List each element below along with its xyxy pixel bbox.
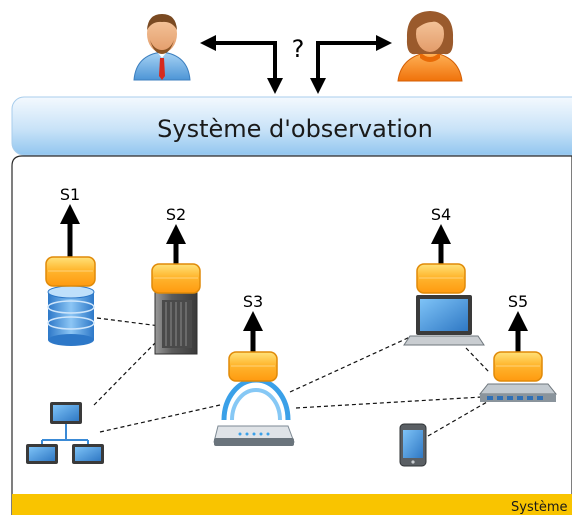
footer-bar [12,494,572,515]
sensor-s5-label: S5 [508,292,528,311]
network-connections [93,317,490,437]
banner-title: Système d'observation [157,115,433,143]
footer-label: Système [511,500,567,515]
computer-network-icon [26,402,104,464]
smartphone-icon [399,423,427,467]
left-bidirectional-arrow [200,35,283,94]
sensor-s5-cap-icon [493,351,543,382]
sensor-s4-label: S4 [431,205,451,224]
sensor-s3-cap-icon [228,351,278,382]
sensor-s4: S4 [403,205,485,346]
wifi-router-icon [213,377,295,446]
sensor-s3: S3 [213,292,295,446]
user-female-icon [397,11,463,82]
system-box: Système [11,155,572,515]
sensor-s2: S2 [151,205,201,355]
sensor-s3-label: S3 [243,292,263,311]
laptop-icon [403,295,485,346]
question-mark: ? [292,35,305,63]
user-male-icon [133,14,191,81]
database-icon [47,285,95,346]
sensor-s5: S5 [478,292,558,402]
observation-system-banner: Système d'observation [11,96,572,156]
right-bidirectional-arrow [310,35,392,94]
sensor-s1-cap-icon [45,256,96,287]
sensor-s4-cap-icon [416,263,466,294]
server-icon [154,287,198,355]
sensor-s2-cap-icon [151,263,201,294]
network-switch-icon [478,383,558,402]
sensor-s1: S1 [45,185,96,346]
sensor-s1-label: S1 [60,185,80,204]
sensor-s2-label: S2 [166,205,186,224]
